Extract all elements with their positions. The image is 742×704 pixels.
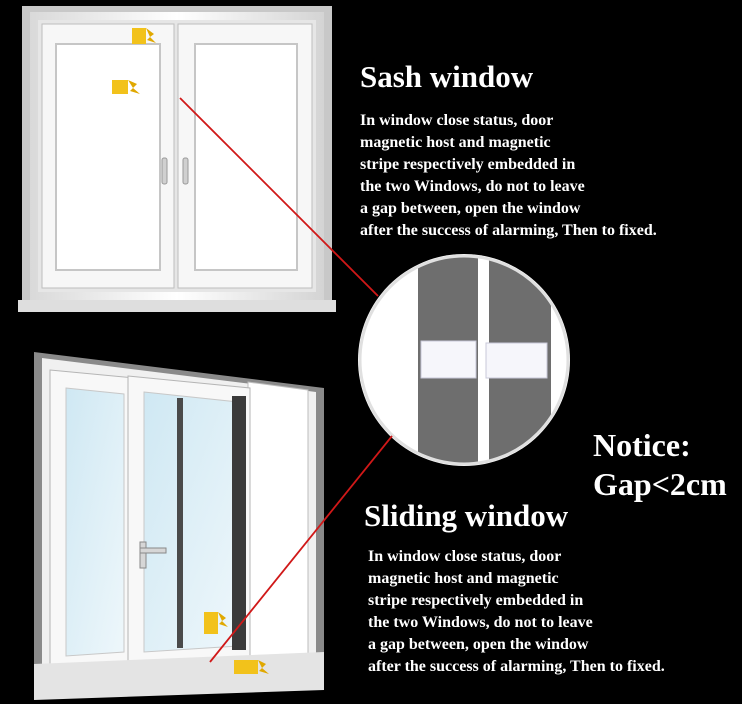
leader-line — [179, 97, 379, 297]
magnetic-sensor-icon — [204, 612, 228, 634]
notice-gap: Gap<2cm — [593, 466, 727, 502]
sliding-window-title: Sliding window — [364, 498, 569, 533]
left-glass — [55, 43, 161, 271]
gap-detail-circle — [358, 254, 570, 466]
sliding-window-description: In window close status, door magnetic ho… — [368, 548, 665, 675]
magnetic-host — [420, 340, 477, 379]
handle-icon — [139, 541, 147, 569]
sliding-window — [34, 352, 324, 700]
leader-line — [209, 435, 393, 663]
right-glass — [194, 43, 298, 271]
notice-title: Notice: — [593, 427, 691, 463]
sash-window — [18, 6, 336, 312]
sash-window-title: Sash window — [360, 59, 534, 94]
magnetic-sensor-icon — [132, 28, 156, 44]
sash-window-description: In window close status, door magnetic ho… — [360, 112, 657, 239]
magnetic-sensor-icon — [112, 80, 140, 94]
handle-icon — [182, 157, 189, 185]
magnetic-sensor-icon — [234, 660, 269, 674]
handle-icon — [161, 157, 168, 185]
magnetic-stripe — [485, 342, 548, 379]
